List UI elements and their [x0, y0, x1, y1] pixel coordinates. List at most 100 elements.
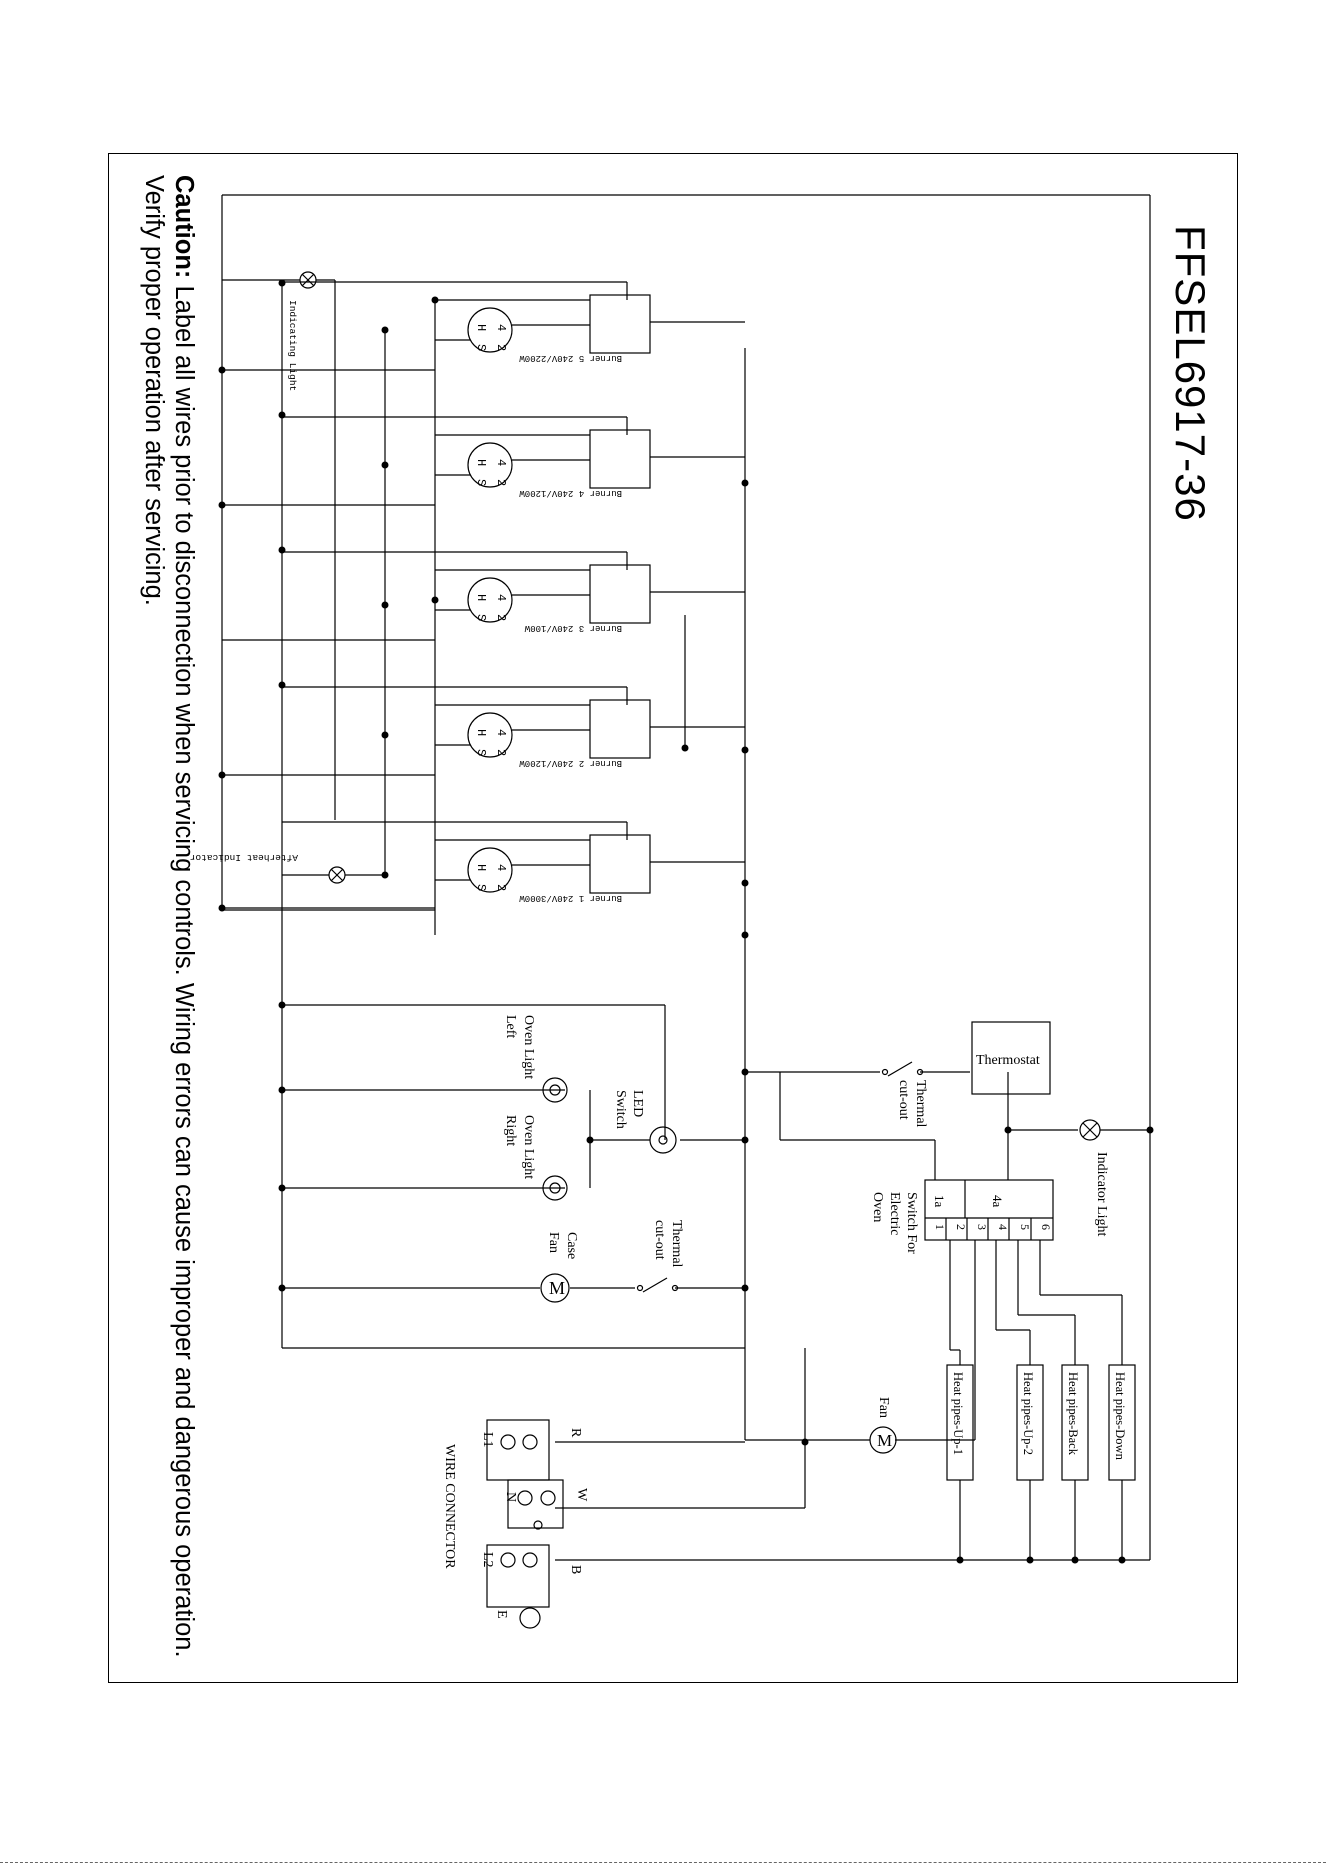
burner-terminal-two: 2	[494, 749, 508, 756]
case-fan-label-1: Case	[564, 1232, 579, 1259]
junction-dot	[381, 731, 389, 739]
case-fan-motor-symbol: M	[549, 1278, 565, 1298]
led-switch-symbol	[649, 1126, 677, 1154]
case-fan-label-2: Fan	[546, 1232, 561, 1253]
thermal-cutout-1-b: cut-out	[896, 1080, 911, 1120]
junction-dot	[381, 871, 389, 879]
junction-dot	[1146, 1126, 1154, 1134]
main-bus	[221, 194, 1151, 1560]
heat-pipe-label: Heat pipes-Up-1	[951, 1372, 965, 1455]
oven-light-left-1: Oven Light	[521, 1015, 536, 1079]
indicating-light	[222, 271, 335, 289]
burner-switch-dial	[467, 442, 513, 488]
burner-label: Burner 4 240V/1200W	[519, 488, 622, 498]
junction-dots	[218, 279, 1154, 1564]
fan-label: Fan	[876, 1397, 891, 1418]
junction-dot	[741, 879, 749, 887]
oven-light-left-lamp	[542, 1077, 568, 1103]
junction-dot	[218, 366, 226, 374]
thermostat-box	[971, 1021, 1051, 1095]
burner-terminal-s: S	[474, 884, 488, 891]
junction-dot	[381, 326, 389, 334]
junction-dot	[278, 1086, 286, 1094]
indicating-light-label: Indicating Light	[287, 300, 298, 391]
junction-dot	[741, 746, 749, 754]
junction-dot	[278, 1184, 286, 1192]
junction-dot	[1004, 1126, 1012, 1134]
burner-label: Burner 2 240V/1200W	[519, 758, 622, 768]
junction-dot	[218, 501, 226, 509]
junction-dot	[1071, 1556, 1079, 1564]
page-edge	[0, 1862, 1326, 1863]
switch-terminal-6: 6	[1039, 1224, 1053, 1230]
afterheat-indicator	[282, 866, 385, 884]
oven-light-right-1: Oven Light	[521, 1115, 536, 1179]
switch-terminal-4: 4	[996, 1224, 1010, 1230]
burner-terminal-four: 4	[494, 729, 508, 736]
junction-dot	[956, 1556, 964, 1564]
burner-label: Burner 3 240V/100W	[524, 623, 622, 633]
burner-switch-dial	[467, 847, 513, 893]
heat-pipe-label: Heat pipes-Back	[1066, 1372, 1080, 1456]
heat-pipe-0: Heat pipes-Down	[1108, 1364, 1136, 1481]
burner-switch-dial	[467, 577, 513, 623]
junction-dot	[1118, 1556, 1126, 1564]
burner-terminal-s: S	[474, 614, 488, 621]
connector-w: W	[574, 1488, 589, 1502]
burner-switch-dial	[467, 307, 513, 353]
burner-terminal-s: S	[474, 749, 488, 756]
junction-dot	[431, 596, 439, 604]
heat-pipe-2: Heat pipes-Up-2	[1016, 1364, 1044, 1481]
case-fan-motor	[540, 1273, 570, 1303]
junction-dot	[381, 601, 389, 609]
heat-pipe-boxes: Heat pipes-Down Heat pipes-Back Heat pipes…	[946, 1364, 1136, 1481]
wire-connector-title: WIRE CONNECTOR	[442, 1444, 457, 1569]
burner-label: Burner 5 240V/2200W	[519, 353, 622, 363]
switch-terminal-5: 5	[1018, 1224, 1032, 1230]
burner-terminal-s: S	[474, 479, 488, 486]
burner-relay-box	[589, 294, 651, 354]
burner-terminal-four: 4	[494, 324, 508, 331]
led-switch-1: LED	[630, 1090, 645, 1117]
diagram-frame	[108, 153, 1238, 1683]
burner-switch-dial	[467, 712, 513, 758]
burner-terminal-two: 2	[494, 614, 508, 621]
junction-dot	[586, 1136, 594, 1144]
burner-terminal-h: H	[474, 729, 488, 736]
thermal-cutout-1-a: Thermal	[913, 1080, 928, 1128]
connector-r: R	[568, 1428, 583, 1438]
connector-n: N	[503, 1492, 518, 1502]
burner-terminal-four: 4	[494, 594, 508, 601]
burner-terminal-four: 4	[494, 864, 508, 871]
oven-switch-panel	[924, 1179, 1054, 1241]
burner-terminal-h: H	[474, 594, 488, 601]
connector-l2: L2	[480, 1552, 495, 1568]
junction-dot	[381, 461, 389, 469]
junction-dot	[801, 1438, 809, 1446]
wire-connector	[486, 1419, 564, 1629]
junction-dot	[278, 279, 286, 287]
junction-dot	[218, 904, 226, 912]
burner-relay-box	[589, 429, 651, 489]
oven-light-right-lamp	[542, 1175, 568, 1201]
burner-terminal-two: 2	[494, 344, 508, 351]
junction-dot	[1026, 1556, 1034, 1564]
junction-dot	[278, 681, 286, 689]
junction-dot	[741, 1284, 749, 1292]
switch-terminal-2: 2	[954, 1224, 968, 1230]
afterheat-label: Afterheat Indicator	[190, 852, 298, 863]
switch-for-oven-3: Oven	[870, 1192, 885, 1222]
burner-relay-box	[589, 699, 651, 759]
heat-pipe-label: Heat pipes-Down	[1113, 1372, 1127, 1461]
thermal-cutout-2-a: Thermal	[669, 1220, 684, 1268]
connector-e: E	[494, 1610, 509, 1619]
burner-terminal-h: H	[474, 324, 488, 331]
junction-dot	[741, 479, 749, 487]
switch-terminal-3: 3	[975, 1224, 989, 1230]
burner-relay-box	[589, 564, 651, 624]
